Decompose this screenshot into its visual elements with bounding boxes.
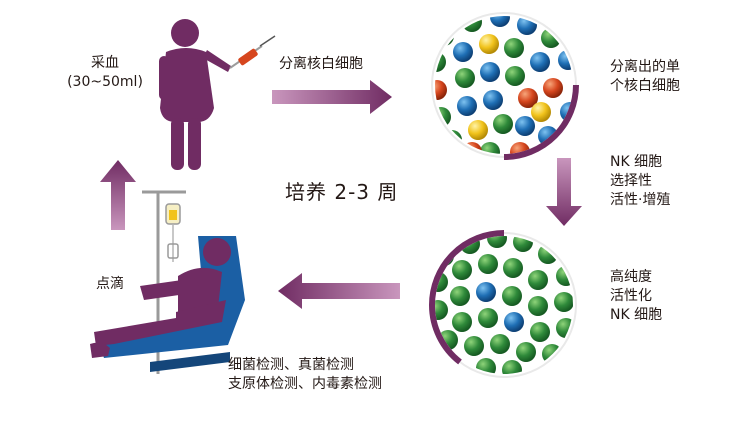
label-nk-selection: NK 细胞 选择性 活性·增殖 — [610, 154, 671, 208]
cell-dish-icon — [429, 230, 577, 378]
cell-dish-icon — [431, 12, 579, 160]
label-blood-draw: 采血 (30~50ml) — [67, 55, 143, 90]
patient-chair-icon — [90, 236, 245, 372]
label-separate-mononuclear: 分离核白细胞 — [279, 56, 363, 72]
label-quality-tests: 细菌检测、真菌检测 支原体检测、内毒素检测 — [228, 357, 382, 392]
label-culture-period: 培养 2-3 周 — [285, 180, 399, 204]
arrow-separate — [272, 80, 392, 114]
label-infusion: 点滴 — [96, 276, 124, 292]
syringe-icon — [229, 35, 276, 69]
label-high-purity: 高纯度 活性化 NK 细胞 — [610, 269, 663, 323]
person-blood-draw-icon — [159, 19, 231, 170]
arrow-nk-selection — [546, 158, 582, 226]
arrow-quality-tests — [278, 273, 400, 309]
label-isolated-cells: 分离出的单 个核白细胞 — [610, 59, 680, 94]
arrow-return — [100, 160, 136, 230]
